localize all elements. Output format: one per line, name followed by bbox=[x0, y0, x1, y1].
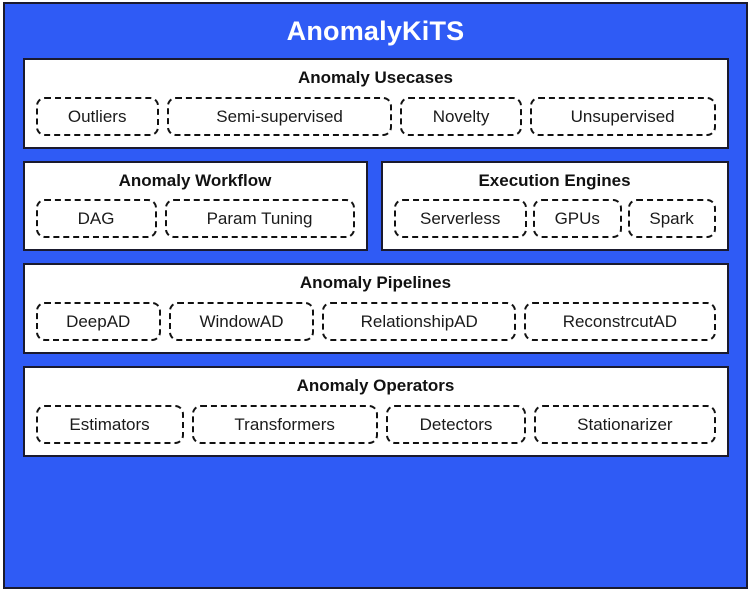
layer-row-usecases: Anomaly Usecases Outliers Semi-supervise… bbox=[22, 58, 729, 149]
chip-gpus[interactable]: GPUs bbox=[532, 199, 622, 239]
chip-semi-supervised[interactable]: Semi-supervised bbox=[166, 96, 393, 136]
chip-windowad[interactable]: WindowAD bbox=[168, 302, 315, 342]
panel-anomaly-pipelines: Anomaly Pipelines DeepAD WindowAD Relati… bbox=[22, 263, 729, 355]
chip-group-anomaly-pipelines: DeepAD WindowAD RelationshipAD Reconstrc… bbox=[35, 302, 716, 342]
layer-row-pipelines: Anomaly Pipelines DeepAD WindowAD Relati… bbox=[22, 263, 729, 355]
chip-relationshipad[interactable]: RelationshipAD bbox=[322, 302, 517, 342]
chip-group-anomaly-usecases: Outliers Semi-supervised Novelty Unsuper… bbox=[35, 96, 716, 136]
chip-param-tuning[interactable]: Param Tuning bbox=[164, 199, 355, 239]
layer-row-workflow-engines: Anomaly Workflow DAG Param Tuning Execut… bbox=[22, 160, 729, 252]
panel-title-execution-engines: Execution Engines bbox=[478, 170, 631, 190]
panel-anomaly-workflow: Anomaly Workflow DAG Param Tuning bbox=[22, 160, 368, 252]
chip-deepad[interactable]: DeepAD bbox=[35, 302, 161, 342]
panel-execution-engines: Execution Engines Serverless GPUs Spark bbox=[380, 160, 729, 252]
layer-row-operators: Anomaly Operators Estimators Transformer… bbox=[22, 366, 729, 457]
panel-anomaly-operators: Anomaly Operators Estimators Transformer… bbox=[22, 366, 729, 457]
anomalykits-frame: AnomalyKiTS Anomaly Usecases Outliers Se… bbox=[3, 2, 748, 589]
chip-serverless[interactable]: Serverless bbox=[393, 199, 527, 239]
chip-reconstructad[interactable]: ReconstrcutAD bbox=[524, 302, 716, 342]
panel-title-anomaly-operators: Anomaly Operators bbox=[296, 376, 455, 396]
panel-title-anomaly-pipelines: Anomaly Pipelines bbox=[299, 273, 452, 293]
chip-transformers[interactable]: Transformers bbox=[191, 404, 378, 444]
panel-anomaly-usecases: Anomaly Usecases Outliers Semi-supervise… bbox=[22, 58, 729, 149]
chip-group-anomaly-operators: Estimators Transformers Detectors Statio… bbox=[35, 404, 716, 444]
panel-title-anomaly-usecases: Anomaly Usecases bbox=[298, 68, 453, 87]
chip-group-execution-engines: Serverless GPUs Spark bbox=[393, 199, 716, 239]
chip-stationarizer[interactable]: Stationarizer bbox=[534, 404, 716, 444]
chip-novelty[interactable]: Novelty bbox=[400, 96, 522, 136]
panel-title-anomaly-workflow: Anomaly Workflow bbox=[118, 170, 272, 190]
chip-outliers[interactable]: Outliers bbox=[35, 96, 159, 136]
page-title: AnomalyKiTS bbox=[286, 16, 465, 46]
chip-estimators[interactable]: Estimators bbox=[35, 404, 184, 444]
chip-detectors[interactable]: Detectors bbox=[385, 404, 527, 444]
chip-unsupervised[interactable]: Unsupervised bbox=[529, 96, 716, 136]
chip-group-anomaly-workflow: DAG Param Tuning bbox=[35, 199, 355, 239]
chip-spark[interactable]: Spark bbox=[627, 199, 716, 239]
chip-dag[interactable]: DAG bbox=[35, 199, 157, 239]
